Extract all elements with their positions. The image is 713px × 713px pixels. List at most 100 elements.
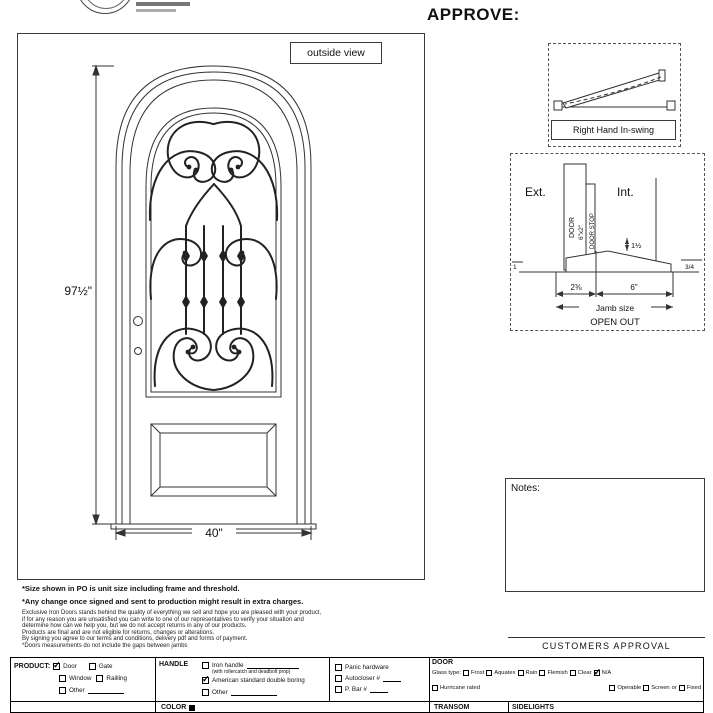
table-divider: [329, 658, 330, 701]
glass-rain-checkbox[interactable]: [517, 669, 524, 676]
right-height-dim: 3/4: [685, 264, 694, 271]
iron-handle-checkbox[interactable]: [202, 661, 209, 669]
sidelights-section-label: SIDELIGHTS: [512, 704, 555, 711]
logo-text-line: [136, 9, 176, 12]
deadbolt-prep-hole: [133, 316, 143, 326]
american-standard-checkbox[interactable]: [202, 674, 210, 685]
glass-rain-label: Rain: [525, 669, 538, 676]
fixed-checkbox[interactable]: [678, 685, 685, 691]
form-hardware-cell: Panic hardware Autocloser # P. Bar #: [335, 662, 427, 695]
swing-diagram-panel: Right Hand In-swing: [548, 43, 681, 147]
outside-view-label: outside view: [307, 47, 365, 59]
door-elevation-drawing: [92, 64, 317, 540]
notes-box[interactable]: Notes:: [505, 478, 705, 592]
product-other-checkbox[interactable]: [59, 686, 66, 694]
notes-label: Notes:: [511, 483, 540, 494]
swing-label: Right Hand In-swing: [572, 125, 655, 135]
jamb-size-label: Jamb size: [596, 303, 635, 313]
glass-flemish-checkbox[interactable]: [539, 669, 546, 676]
exterior-label: Ext.: [525, 185, 546, 199]
iron-handle-label: Iron handle: [212, 661, 244, 669]
autocloser-checkbox[interactable]: [335, 675, 342, 682]
interior-label: Int.: [617, 185, 634, 199]
change-note: *Any change once signed and sent to prod…: [22, 597, 304, 606]
jamb-door-label: DOOR: [569, 217, 576, 238]
logo-text-line: [136, 2, 190, 6]
approve-heading: APPROVE:: [427, 5, 520, 24]
fine-print-line: *Doors measurements do not include the g…: [22, 642, 188, 649]
panic-hardware-checkbox[interactable]: [335, 664, 342, 671]
product-window-label: Window: [69, 674, 92, 682]
iron-handle-field[interactable]: [246, 662, 299, 669]
table-divider: [508, 701, 509, 712]
door-section-label: DOOR: [432, 659, 453, 666]
handle-other-checkbox[interactable]: [202, 689, 209, 696]
american-standard-label: American standard double boring: [212, 677, 305, 684]
panic-hardware-label: Panic hardware: [345, 664, 389, 671]
fine-print-line: Products are final and are not eligible …: [22, 629, 215, 636]
glass-aquatex-checkbox[interactable]: [486, 669, 493, 676]
table-divider: [429, 658, 430, 712]
product-railling-checkbox[interactable]: [96, 674, 104, 682]
glass-na-label: N/A: [601, 669, 612, 676]
pbar-checkbox[interactable]: [335, 686, 342, 693]
glass-flemish-label: Flemish: [547, 669, 568, 676]
fixed-label: Fixed: [686, 685, 701, 691]
color-fill-box: [189, 704, 196, 711]
size-note: *Size shown in PO is unit size including…: [22, 584, 240, 593]
product-door-checkbox[interactable]: [53, 660, 61, 671]
open-out-label: OPEN OUT: [590, 317, 640, 328]
product-window-checkbox[interactable]: [59, 674, 66, 682]
glass-frost-label: Frost: [471, 669, 485, 676]
iron-handle-note: (with rollercatch and deadbolt prop): [212, 669, 291, 675]
jamb-detail-panel: Ext. Int. DOOR 6"x2" DOOR STOP 1½ 1 3/4 …: [510, 153, 705, 331]
autocloser-field[interactable]: [383, 675, 402, 682]
door-height-dimension: 97½": [64, 284, 92, 298]
glass-na-checkbox[interactable]: [593, 667, 601, 678]
jamb-dim-arrows: [556, 238, 673, 310]
product-other-field[interactable]: [87, 687, 124, 694]
autocloser-label: Autocloser #: [345, 675, 381, 682]
customers-approval-signature-line[interactable]: [508, 637, 705, 638]
swing-plan-drawing: [553, 69, 676, 111]
door-width-dimension: 40": [192, 526, 236, 541]
hurricane-rated-checkbox[interactable]: [432, 685, 438, 691]
fine-print-line: By signing you agree to our terms and co…: [22, 636, 248, 643]
handle-other-field[interactable]: [230, 689, 277, 696]
fine-print-line: determine how can we help you, but we do…: [22, 623, 247, 630]
product-section-label: PRODUCT:: [14, 663, 51, 670]
color-section-label: COLOR: [161, 704, 187, 711]
stop-height-dim: 1½: [631, 241, 642, 250]
outside-view-tag: outside view: [290, 42, 382, 64]
or-label: or: [671, 685, 677, 691]
left-height-dim: 1: [513, 264, 517, 271]
table-row-divider: [11, 701, 703, 702]
product-gate-label: Gate: [98, 663, 113, 670]
operable-label: Operable: [617, 685, 642, 691]
pbar-field[interactable]: [369, 686, 388, 693]
product-railling-label: Railling: [106, 674, 128, 682]
ironwork-scrolls: [148, 121, 279, 391]
jamb-door-size-label: 6"x2": [578, 224, 585, 240]
form-handle-cell: HANDLE Iron handle (with rollercatch and…: [158, 659, 328, 700]
handle-other-label: Other: [212, 689, 228, 696]
screen-label: Screen: [651, 685, 670, 691]
fine-print: Exclusive Iron Doors stands behind the q…: [22, 610, 321, 650]
glass-clear-checkbox[interactable]: [569, 669, 576, 676]
handle-prep-hole: [134, 347, 142, 355]
product-other-label: Other: [69, 686, 85, 694]
form-product-cell: PRODUCT: Door Gate Window Railling Other: [14, 660, 152, 696]
product-gate-checkbox[interactable]: [88, 663, 96, 670]
form-door-cell: DOOR Glass type: Frost Aquatex Rain Flem…: [432, 659, 703, 694]
operable-checkbox[interactable]: [609, 685, 616, 691]
door-frame-lines: [110, 65, 317, 530]
handle-section-label: HANDLE: [159, 661, 189, 668]
glass-frost-checkbox[interactable]: [463, 669, 469, 676]
transom-section-label: TRANSOM: [434, 704, 470, 711]
opening-dim: 6": [630, 283, 637, 292]
jamb-depth-dim: 2⅜: [570, 283, 581, 292]
product-door-label: Door: [63, 663, 77, 670]
screen-checkbox[interactable]: [643, 685, 650, 691]
fine-print-line: if for any reason you are unsatisfied yo…: [22, 616, 304, 623]
fine-print-line: Exclusive Iron Doors stands behind the q…: [22, 610, 322, 616]
